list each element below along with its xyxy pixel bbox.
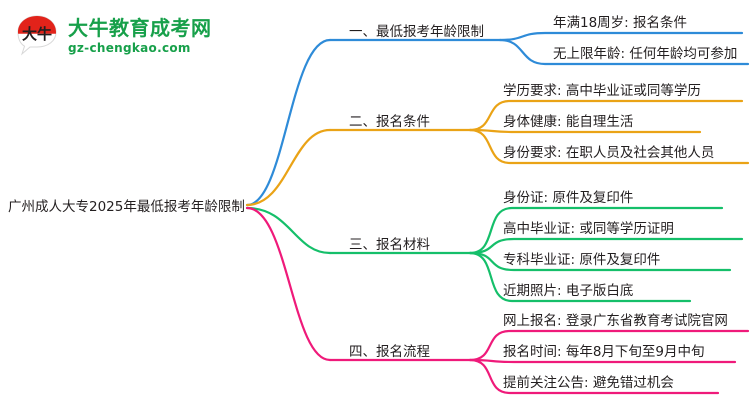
logo-title: 大牛教育成考网 (68, 16, 212, 40)
branch-label-3: 三、报名材料 (349, 237, 430, 253)
connector-branch-4-leaf-2 (468, 358, 737, 364)
root-to-branch-connectors (245, 38, 332, 362)
root-node-label: 广州成人大专2025年最低报考年龄限制 (8, 199, 245, 215)
branch-group-1: 一、最低报考年龄限制 年满18周岁: 报名条件 无上限年龄: 任何年龄均可参加 (328, 14, 750, 66)
leaf-label-3-2: 高中毕业证: 或同等学历证明 (503, 220, 674, 237)
connector-root-branch-1 (245, 38, 332, 207)
connector-root-branch-4 (245, 206, 332, 362)
connector-branch-4-leaf-1 (468, 329, 750, 362)
connector-root-branch-2 (245, 128, 332, 207)
connector-branch-3-leaf-4 (468, 251, 692, 303)
leaf-label-2-1: 学历要求: 高中毕业证或同等学历 (503, 82, 701, 99)
svg-text:大牛: 大牛 (22, 25, 52, 43)
leaf-label-4-3: 提前关注公告: 避免错过机会 (503, 374, 674, 391)
leaf-label-3-4: 近期照片: 电子版白底 (503, 283, 633, 299)
connector-branch-1-leaf-1 (498, 31, 744, 42)
leaf-label-1-2: 无上限年龄: 任何年龄均可参加 (553, 45, 737, 62)
connector-branch-2-leaf-2 (468, 128, 702, 134)
logo-mark-icon: 大牛 (14, 13, 60, 59)
logo-text: 大牛教育成考网 gz-chengkao.com (68, 18, 212, 54)
site-logo: 大牛 大牛教育成考网 gz-chengkao.com (14, 8, 214, 64)
connector-branch-4-leaf-3 (468, 358, 720, 395)
connector-branch-3-leaf-2 (468, 237, 744, 255)
branch-group-3: 三、报名材料 身份证: 原件及复印件 高中毕业证: 或同等学历证明 专科毕业证:… (328, 189, 744, 303)
leaf-label-2-2: 身体健康: 能自理生活 (503, 113, 633, 130)
logo-subtitle: gz-chengkao.com (68, 41, 191, 55)
leaf-label-4-1: 网上报名: 登录广东省教育考试院官网 (503, 313, 728, 329)
branch-group-4: 四、报名流程 网上报名: 登录广东省教育考试院官网 报名时间: 每年8月下旬至9… (328, 313, 750, 395)
connector-root-branch-3 (245, 206, 332, 255)
leaf-label-4-2: 报名时间: 每年8月下旬至9月中旬 (503, 344, 705, 360)
connector-branch-2-leaf-3 (468, 128, 750, 165)
leaf-label-1-1: 年满18周岁: 报名条件 (553, 14, 687, 31)
branch-label-2: 二、报名条件 (349, 113, 430, 130)
branch-label-1: 一、最低报考年龄限制 (349, 24, 484, 40)
branch-group-2: 二、报名条件 学历要求: 高中毕业证或同等学历 身体健康: 能自理生活 身份要求… (328, 82, 750, 165)
leaf-label-3-3: 专科毕业证: 原件及复印件 (503, 251, 660, 268)
branch-label-4: 四、报名流程 (349, 344, 430, 360)
leaf-label-3-1: 身份证: 原件及复印件 (503, 189, 633, 206)
connector-branch-1-leaf-2 (498, 38, 750, 66)
leaf-label-2-3: 身份要求: 在职人员及社会其他人员 (503, 145, 714, 161)
connector-branch-3-leaf-1 (468, 206, 724, 255)
